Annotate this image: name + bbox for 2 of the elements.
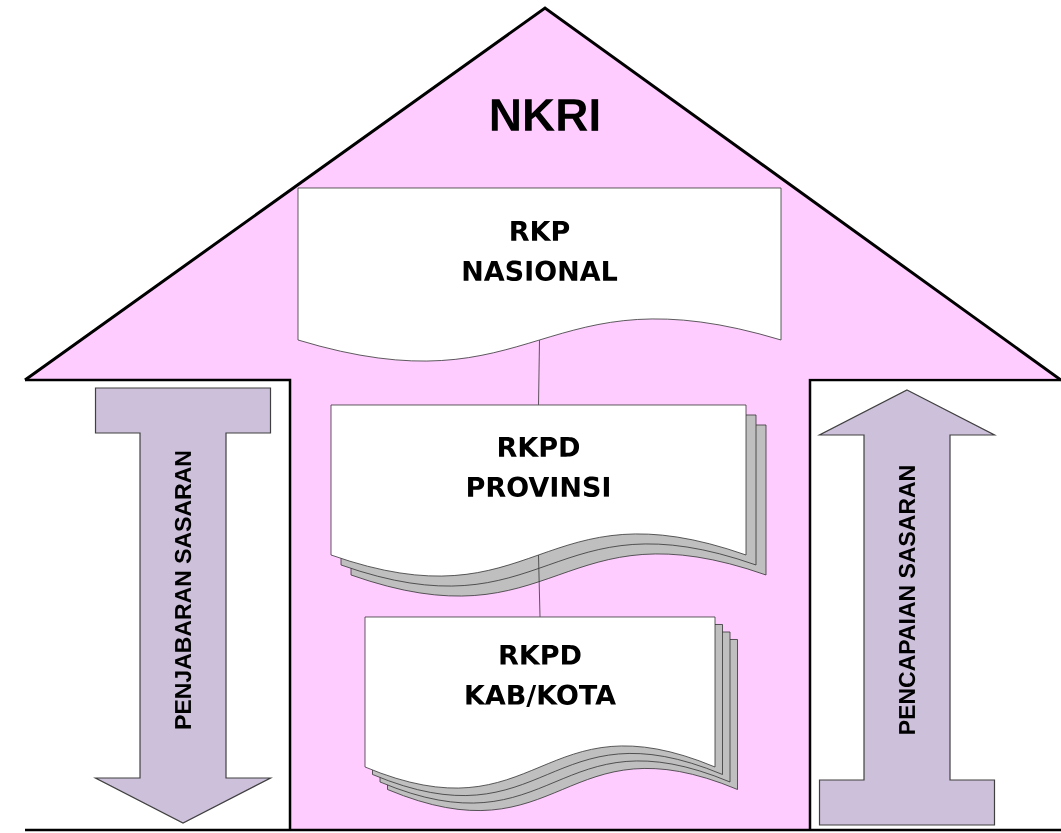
connector-line bbox=[538, 339, 540, 406]
connector-line bbox=[538, 554, 541, 618]
